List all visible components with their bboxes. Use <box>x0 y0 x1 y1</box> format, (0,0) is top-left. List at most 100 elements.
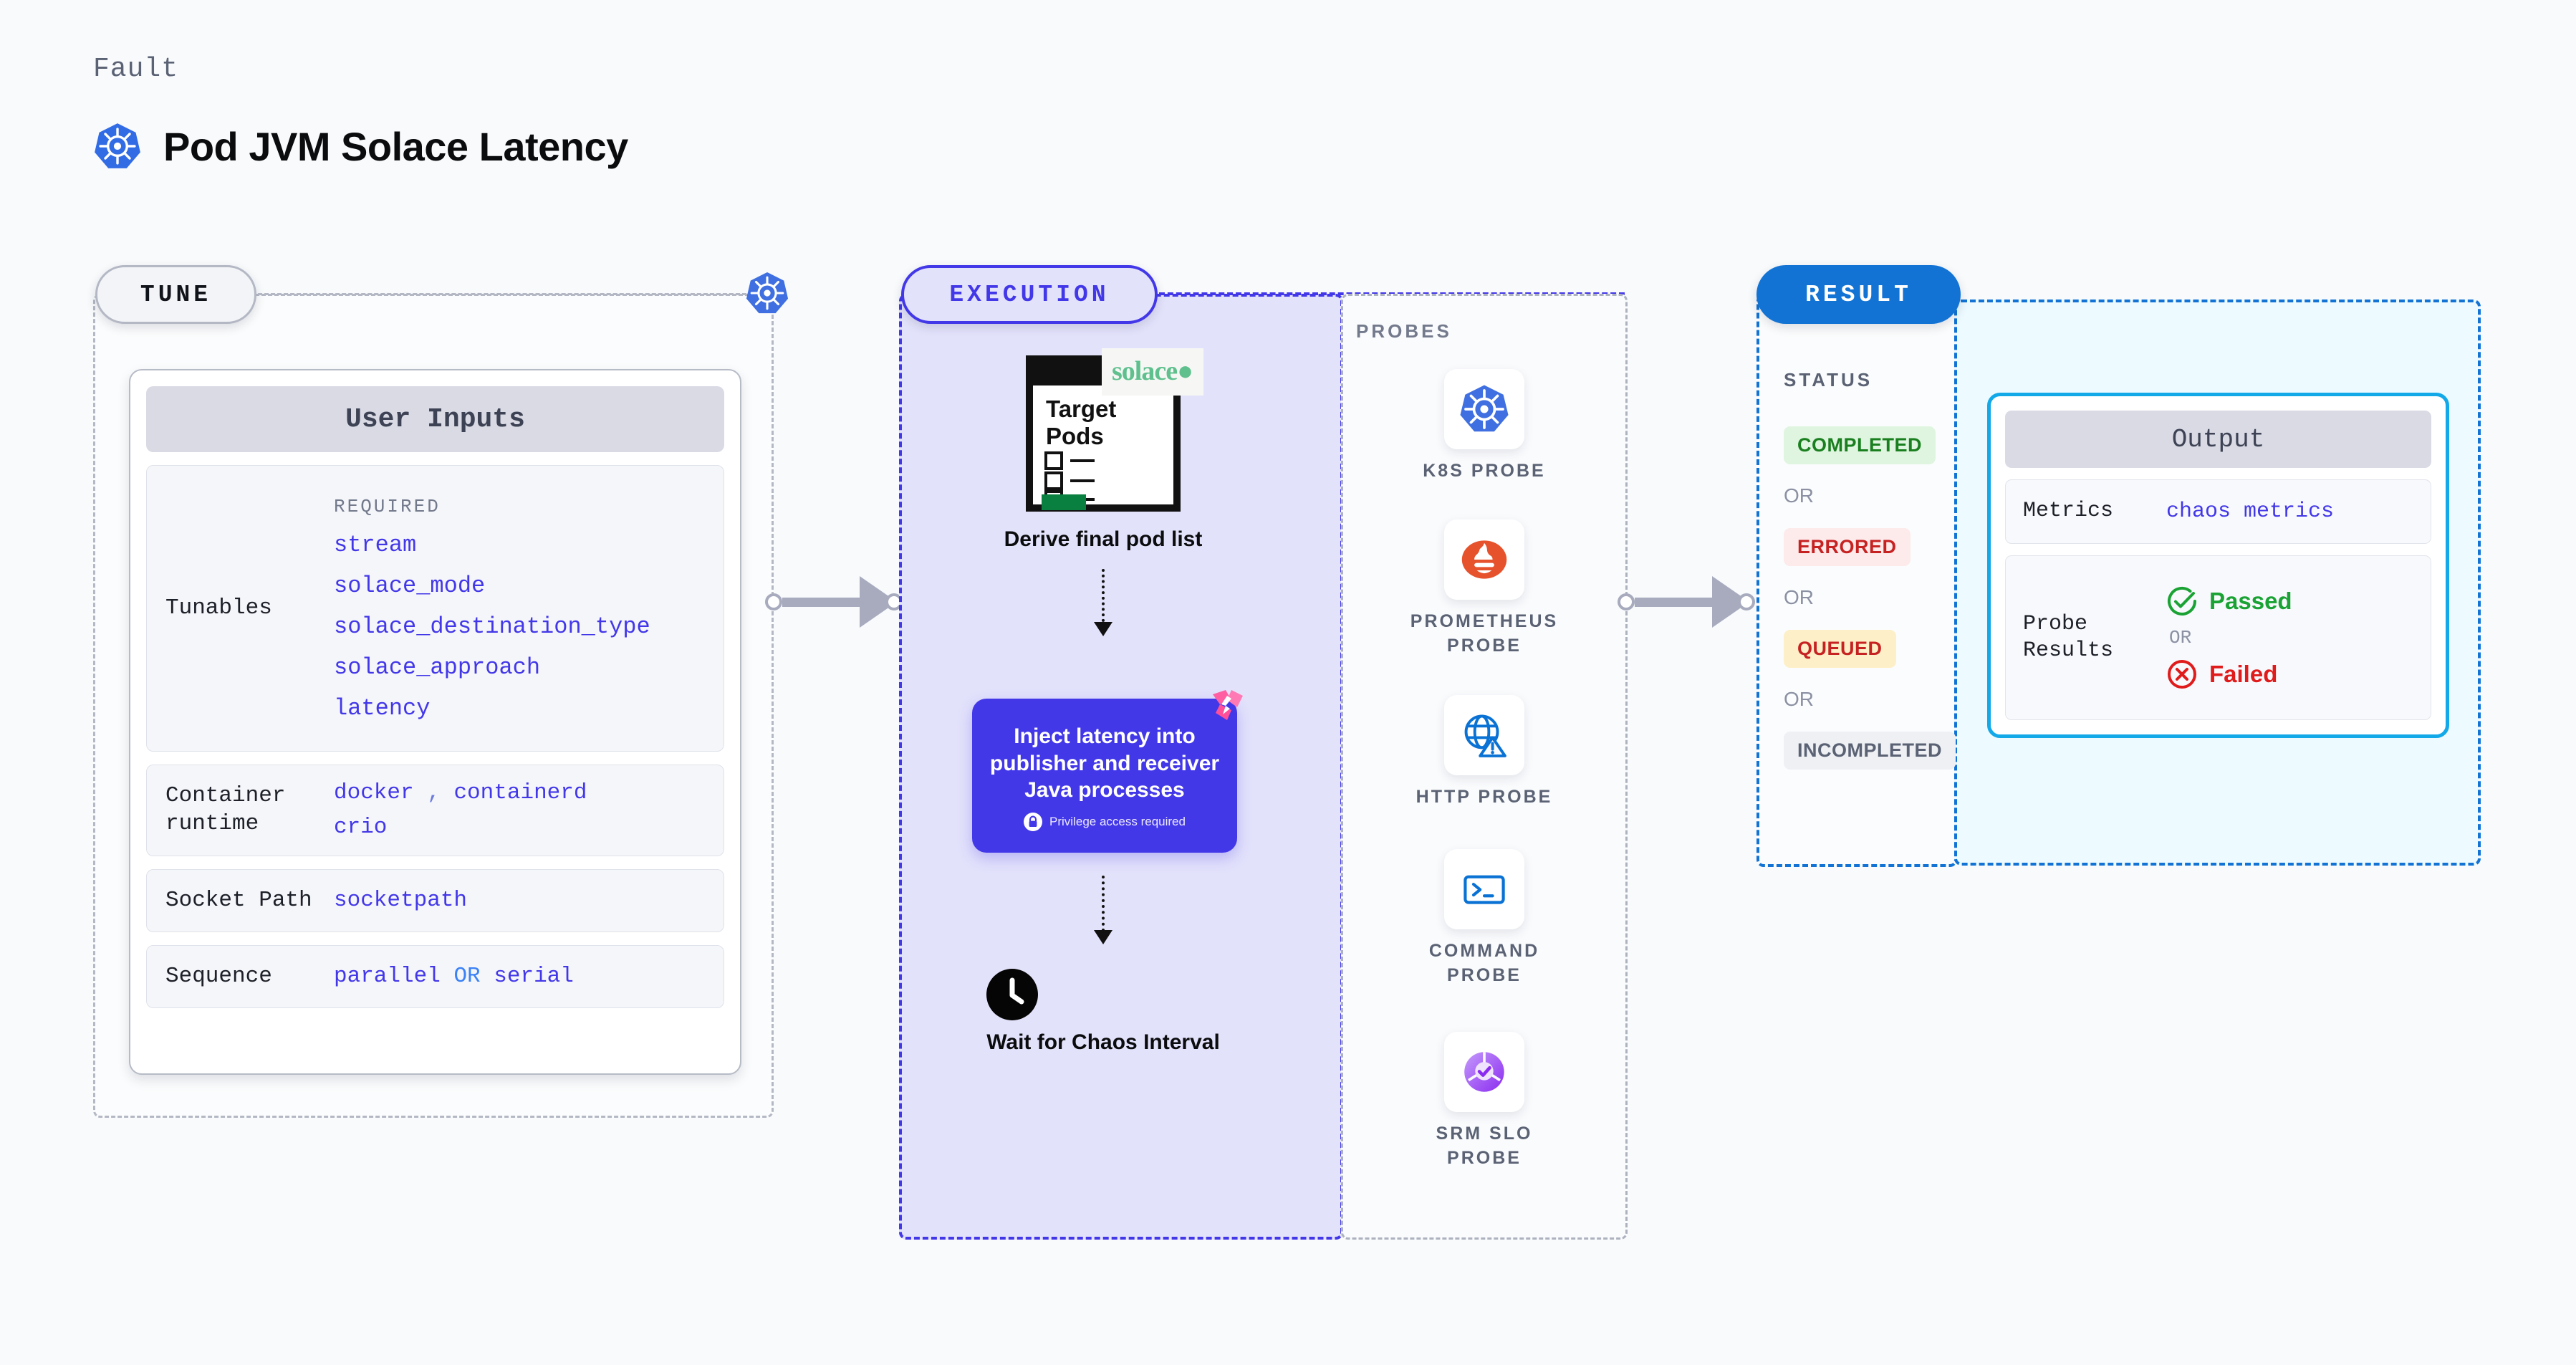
flow-dashed-line <box>1102 569 1105 623</box>
tune-pill[interactable]: TUNE <box>95 265 256 324</box>
svg-text:Target: Target <box>1046 396 1116 422</box>
probe-k8s[interactable]: K8S PROBE <box>1402 369 1567 484</box>
prometheus-icon <box>1444 519 1524 600</box>
status-badge-completed-label: COMPLETED <box>1797 434 1923 456</box>
execution-step-wait: Wait for Chaos Interval <box>985 967 1221 1056</box>
target-pods-document-icon: Target Pods solace● <box>1017 348 1204 516</box>
tune-lead-line <box>258 293 759 295</box>
container-runtime-values: docker , containerd crio <box>334 776 587 845</box>
status-or-3: OR <box>1784 688 1814 710</box>
probe-result-failed: Failed <box>2166 658 2292 690</box>
socket-path-row: Socket Path socketpath <box>146 869 724 932</box>
runtime-separator: , <box>427 780 441 805</box>
svg-text:Pods: Pods <box>1046 423 1104 449</box>
privilege-note: Privilege access required <box>1024 813 1186 832</box>
probes-label: PROBES <box>1356 320 1452 342</box>
inject-caption: Inject latency into publisher and receiv… <box>989 724 1220 803</box>
execution-pill-label: EXECUTION <box>949 281 1110 308</box>
tunables-values: REQUIRED stream solace_mode solace_desti… <box>334 496 650 722</box>
output-metrics-key: Metrics <box>2023 499 2114 524</box>
page-kicker: Fault <box>93 54 179 85</box>
probe-failed-label: Failed <box>2209 661 2278 687</box>
flow-dashed-line-2 <box>1102 876 1105 931</box>
sequence-row: Sequence parallel OR serial <box>146 945 724 1008</box>
tunable-item[interactable]: stream <box>334 531 417 558</box>
status-badge-incompleted-label: INCOMPLETED <box>1797 739 1943 761</box>
result-status-panel <box>1756 294 1957 867</box>
clock-icon <box>985 967 1221 1022</box>
connector-bar <box>782 597 861 607</box>
execution-step-inject: Inject latency into publisher and receiv… <box>972 690 1243 853</box>
result-pill-label: RESULT <box>1805 281 1912 308</box>
connector-tune-to-execution <box>765 576 903 628</box>
sequence-separator: OR <box>453 963 481 989</box>
flow-arrowhead-icon <box>1094 622 1112 637</box>
tunables-key: Tunables <box>165 595 272 621</box>
connector-execution-to-result <box>1618 576 1755 628</box>
probe-command-label: COMMAND PROBE <box>1428 941 1540 985</box>
doc-green-bar <box>1042 494 1086 510</box>
sequence-key: Sequence <box>165 963 272 989</box>
tunable-item[interactable]: solace_destination_type <box>334 613 650 640</box>
connector-end-dot <box>1738 593 1755 610</box>
probe-passed-label: Passed <box>2209 588 2292 614</box>
socket-path-value[interactable]: socketpath <box>334 887 468 913</box>
status-badge-incompleted: INCOMPLETED <box>1784 732 1956 770</box>
flow-arrowhead-icon-2 <box>1094 930 1112 944</box>
solace-logo: solace● <box>1102 348 1204 396</box>
output-metrics-row: Metrics chaos metrics <box>2005 479 2431 544</box>
runtime-containerd[interactable]: containerd <box>453 780 587 805</box>
result-pill[interactable]: RESULT <box>1756 265 1961 324</box>
output-metrics-value[interactable]: chaos metrics <box>2166 499 2335 524</box>
required-label: REQUIRED <box>334 495 441 517</box>
socket-path-key: Socket Path <box>165 887 312 913</box>
page-title-text: Pod JVM Solace Latency <box>163 123 628 169</box>
status-badge-errored: ERRORED <box>1784 528 1911 566</box>
probe-http-label: HTTP PROBE <box>1416 787 1553 807</box>
status-label: STATUS <box>1784 369 1873 391</box>
tunable-item[interactable]: solace_approach <box>334 653 541 681</box>
probe-prometheus[interactable]: PROMETHEUS PROBE <box>1402 519 1567 658</box>
srm-slo-icon <box>1444 1032 1524 1112</box>
execution-pill[interactable]: EXECUTION <box>901 265 1158 324</box>
x-circle-icon <box>2166 658 2198 690</box>
tunables-row: Tunables REQUIRED stream solace_mode sol… <box>146 465 724 752</box>
tunable-item[interactable]: solace_mode <box>334 572 486 599</box>
connector-bar <box>1635 597 1714 607</box>
page-title: Pod JVM Solace Latency <box>93 122 628 171</box>
status-or-2: OR <box>1784 586 1814 608</box>
tunable-item[interactable]: latency <box>334 694 431 722</box>
probe-result-values: Passed OR Failed <box>2166 585 2292 690</box>
sequence-values: parallel OR serial <box>334 959 574 994</box>
probe-prometheus-label: PROMETHEUS PROBE <box>1410 611 1559 656</box>
status-badge-errored-label: ERRORED <box>1797 536 1897 557</box>
status-or-1: OR <box>1784 484 1814 507</box>
sequence-parallel[interactable]: parallel <box>334 963 441 989</box>
globe-warning-icon <box>1444 695 1524 775</box>
runtime-crio[interactable]: crio <box>334 815 388 840</box>
probe-result-or: OR <box>2169 627 2192 648</box>
terminal-icon <box>1444 849 1524 929</box>
probe-k8s-label: K8S PROBE <box>1423 461 1546 481</box>
runtime-docker[interactable]: docker <box>334 780 414 805</box>
sequence-serial[interactable]: serial <box>494 963 574 989</box>
probe-result-passed: Passed <box>2166 585 2292 617</box>
check-circle-icon <box>2166 585 2198 617</box>
chaos-ribbon-icon <box>1210 689 1244 722</box>
connector-start-dot <box>765 593 782 610</box>
wait-chaos-caption: Wait for Chaos Interval <box>986 1030 1220 1054</box>
tune-pill-label: TUNE <box>140 281 212 308</box>
execution-step-derive: Target Pods solace● Derive final pod lis… <box>985 348 1221 637</box>
probe-http[interactable]: HTTP PROBE <box>1402 695 1567 810</box>
kubernetes-icon <box>93 122 142 171</box>
status-badge-queued-label: QUEUED <box>1797 638 1883 659</box>
probe-command[interactable]: COMMAND PROBE <box>1402 849 1567 988</box>
probe-srm-slo[interactable]: SRM SLO PROBE <box>1402 1032 1567 1171</box>
derive-pod-list-caption: Derive final pod list <box>1004 527 1203 551</box>
tune-badge-kubernetes-icon <box>745 271 789 315</box>
